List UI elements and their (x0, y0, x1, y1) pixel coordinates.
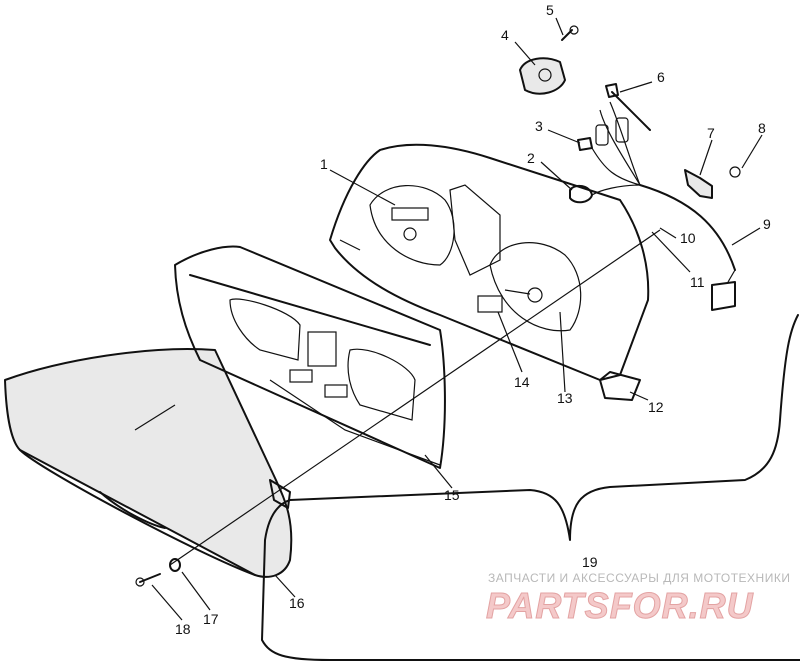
callout-8: 8 (758, 120, 766, 136)
callout-1: 1 (320, 156, 328, 172)
callout-17: 17 (203, 611, 219, 627)
group-brace-19 (261, 314, 800, 661)
callout-16: 16 (289, 595, 305, 611)
part-18-screw (135, 573, 161, 587)
wiring-harness (591, 101, 736, 271)
assembly-axis (169, 229, 661, 566)
part-5-screw (561, 25, 579, 41)
part-2-bulb (569, 184, 593, 204)
part-15-bezel (174, 245, 446, 469)
callout-3: 3 (535, 118, 543, 134)
callout-14: 14 (514, 374, 530, 390)
callout-10: 10 (680, 230, 696, 246)
part-3-bulb-holder (577, 137, 593, 151)
leader-lines (151, 17, 763, 621)
callout-11: 11 (690, 274, 705, 290)
callout-9: 9 (763, 216, 771, 232)
callout-4: 4 (501, 27, 509, 43)
part-6-bolt (605, 83, 651, 131)
callout-7: 7 (707, 125, 715, 141)
part-7-bracket (684, 169, 713, 199)
callout-6: 6 (657, 69, 665, 85)
callout-18: 18 (175, 621, 191, 637)
callout-12: 12 (648, 399, 664, 415)
part-12-instrument-housing (329, 143, 650, 401)
watermark-subtitle: ЗАПЧАСТИ И АКСЕССУАРЫ ДЛЯ МОТОТЕХНИКИ (488, 571, 790, 585)
callout-15: 15 (444, 487, 460, 503)
part-8-screw (729, 166, 741, 178)
part-9-connector (711, 269, 736, 311)
callout-19: 19 (582, 554, 598, 570)
part-4-sensor (519, 57, 566, 95)
callout-2: 2 (527, 150, 535, 166)
part-16-visor-cover (4, 348, 293, 578)
part-17-washer (169, 558, 181, 572)
callout-5: 5 (546, 2, 554, 18)
watermark-brand: PARTSFOR.RU (486, 585, 754, 626)
callout-13: 13 (557, 390, 573, 406)
part-13-gauge-faces (369, 184, 582, 332)
